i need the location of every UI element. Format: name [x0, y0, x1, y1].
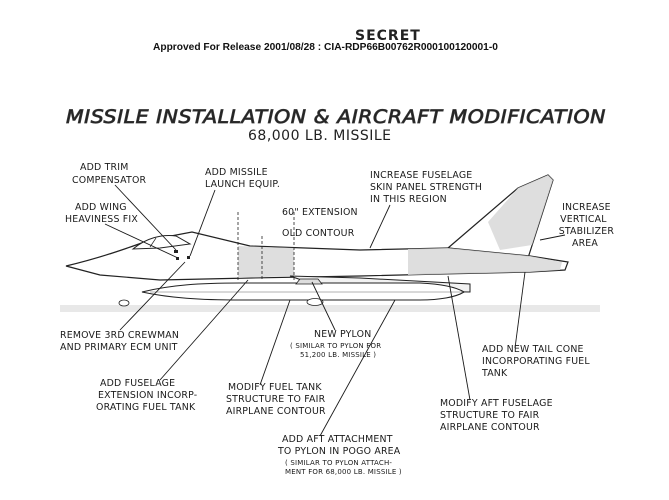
main-gear: [306, 298, 324, 306]
label-add-missile-launch-equip: ADD MISSILE LAUNCH EQUIP.: [205, 167, 280, 190]
label-modify-fuel-tank: MODIFY FUEL TANK STRUCTURE TO FAIR AIRPL…: [226, 382, 329, 417]
label-new-pylon-note: ( SIMILAR TO PYLON FOR 51,200 LB. MISSIL…: [290, 342, 384, 359]
leader-wing: [104, 223, 179, 259]
leader-crewman: [119, 261, 186, 331]
nose-gear: [118, 299, 130, 307]
leader-tail-cone: [514, 271, 526, 349]
label-60-inch-extension: 60" EXTENSION: [282, 207, 358, 218]
label-old-contour: OLD CONTOUR: [282, 228, 355, 239]
leader-fuel-tank: [259, 299, 291, 386]
aft-fuselage-shade: [408, 248, 562, 275]
leader-pylon: [311, 281, 336, 331]
aircraft-drawing: [60, 174, 600, 312]
diagram-subtitle: 68,000 LB. MISSILE: [248, 128, 392, 144]
label-add-fuselage-extension: ADD FUSELAGE EXTENSION INCORP- ORATING F…: [96, 378, 201, 413]
classification-stamp: SECRET: [355, 28, 421, 44]
label-add-wing-heaviness-fix: ADD WING HEAVINESS FIX: [65, 202, 138, 225]
pylon: [295, 278, 323, 285]
launch-marker: [187, 256, 190, 259]
label-add-new-tail-cone: ADD NEW TAIL CONE INCORPORATING FUEL TAN…: [481, 344, 593, 379]
label-add-aft-attachment: ADD AFT ATTACHMENT TO PYLON IN POGO AREA: [277, 434, 401, 457]
label-increase-fuselage-skin: INCREASE FUSELAGE SKIN PANEL STRENGTH IN…: [370, 170, 485, 205]
trim-marker: [174, 250, 178, 253]
ground-shadow: [60, 305, 600, 312]
leader-stabilizer: [539, 234, 566, 241]
label-add-trim-compensator: ADD TRIM COMPENSATOR: [72, 162, 147, 186]
label-increase-vertical-stabilizer: INCREASE VERTICAL STABILIZER AREA: [559, 202, 618, 249]
extension-shade: [238, 246, 294, 278]
leader-trim: [114, 184, 177, 251]
missile-pod: [141, 282, 466, 301]
release-line: Approved For Release 2001/08/28 : CIA-RD…: [153, 42, 498, 53]
label-new-pylon: NEW PYLON: [314, 329, 371, 340]
leader-skin: [369, 204, 391, 249]
leader-lines: [104, 184, 566, 437]
leader-launch: [189, 189, 216, 257]
leader-aft-fuselage: [447, 275, 471, 401]
leader-fuselage-ext: [159, 279, 249, 381]
trim-marker-2: [176, 257, 179, 260]
label-add-aft-attachment-note: ( SIMILAR TO PYLON ATTACH- MENT FOR 68,0…: [285, 459, 402, 476]
stabilizer-shade: [488, 175, 553, 250]
diagram-title: MISSILE INSTALLATION & AIRCRAFT MODIFICA…: [66, 106, 606, 128]
label-modify-aft-fuselage: MODIFY AFT FUSELAGE STRUCTURE TO FAIR AI…: [440, 398, 556, 433]
labels: ADD TRIM COMPENSATOR ADD MISSILE LAUNCH …: [60, 162, 618, 476]
leader-aft-attachment: [319, 299, 396, 437]
label-remove-3rd-crewman: REMOVE 3RD CREWMAN AND PRIMARY ECM UNIT: [60, 330, 182, 353]
